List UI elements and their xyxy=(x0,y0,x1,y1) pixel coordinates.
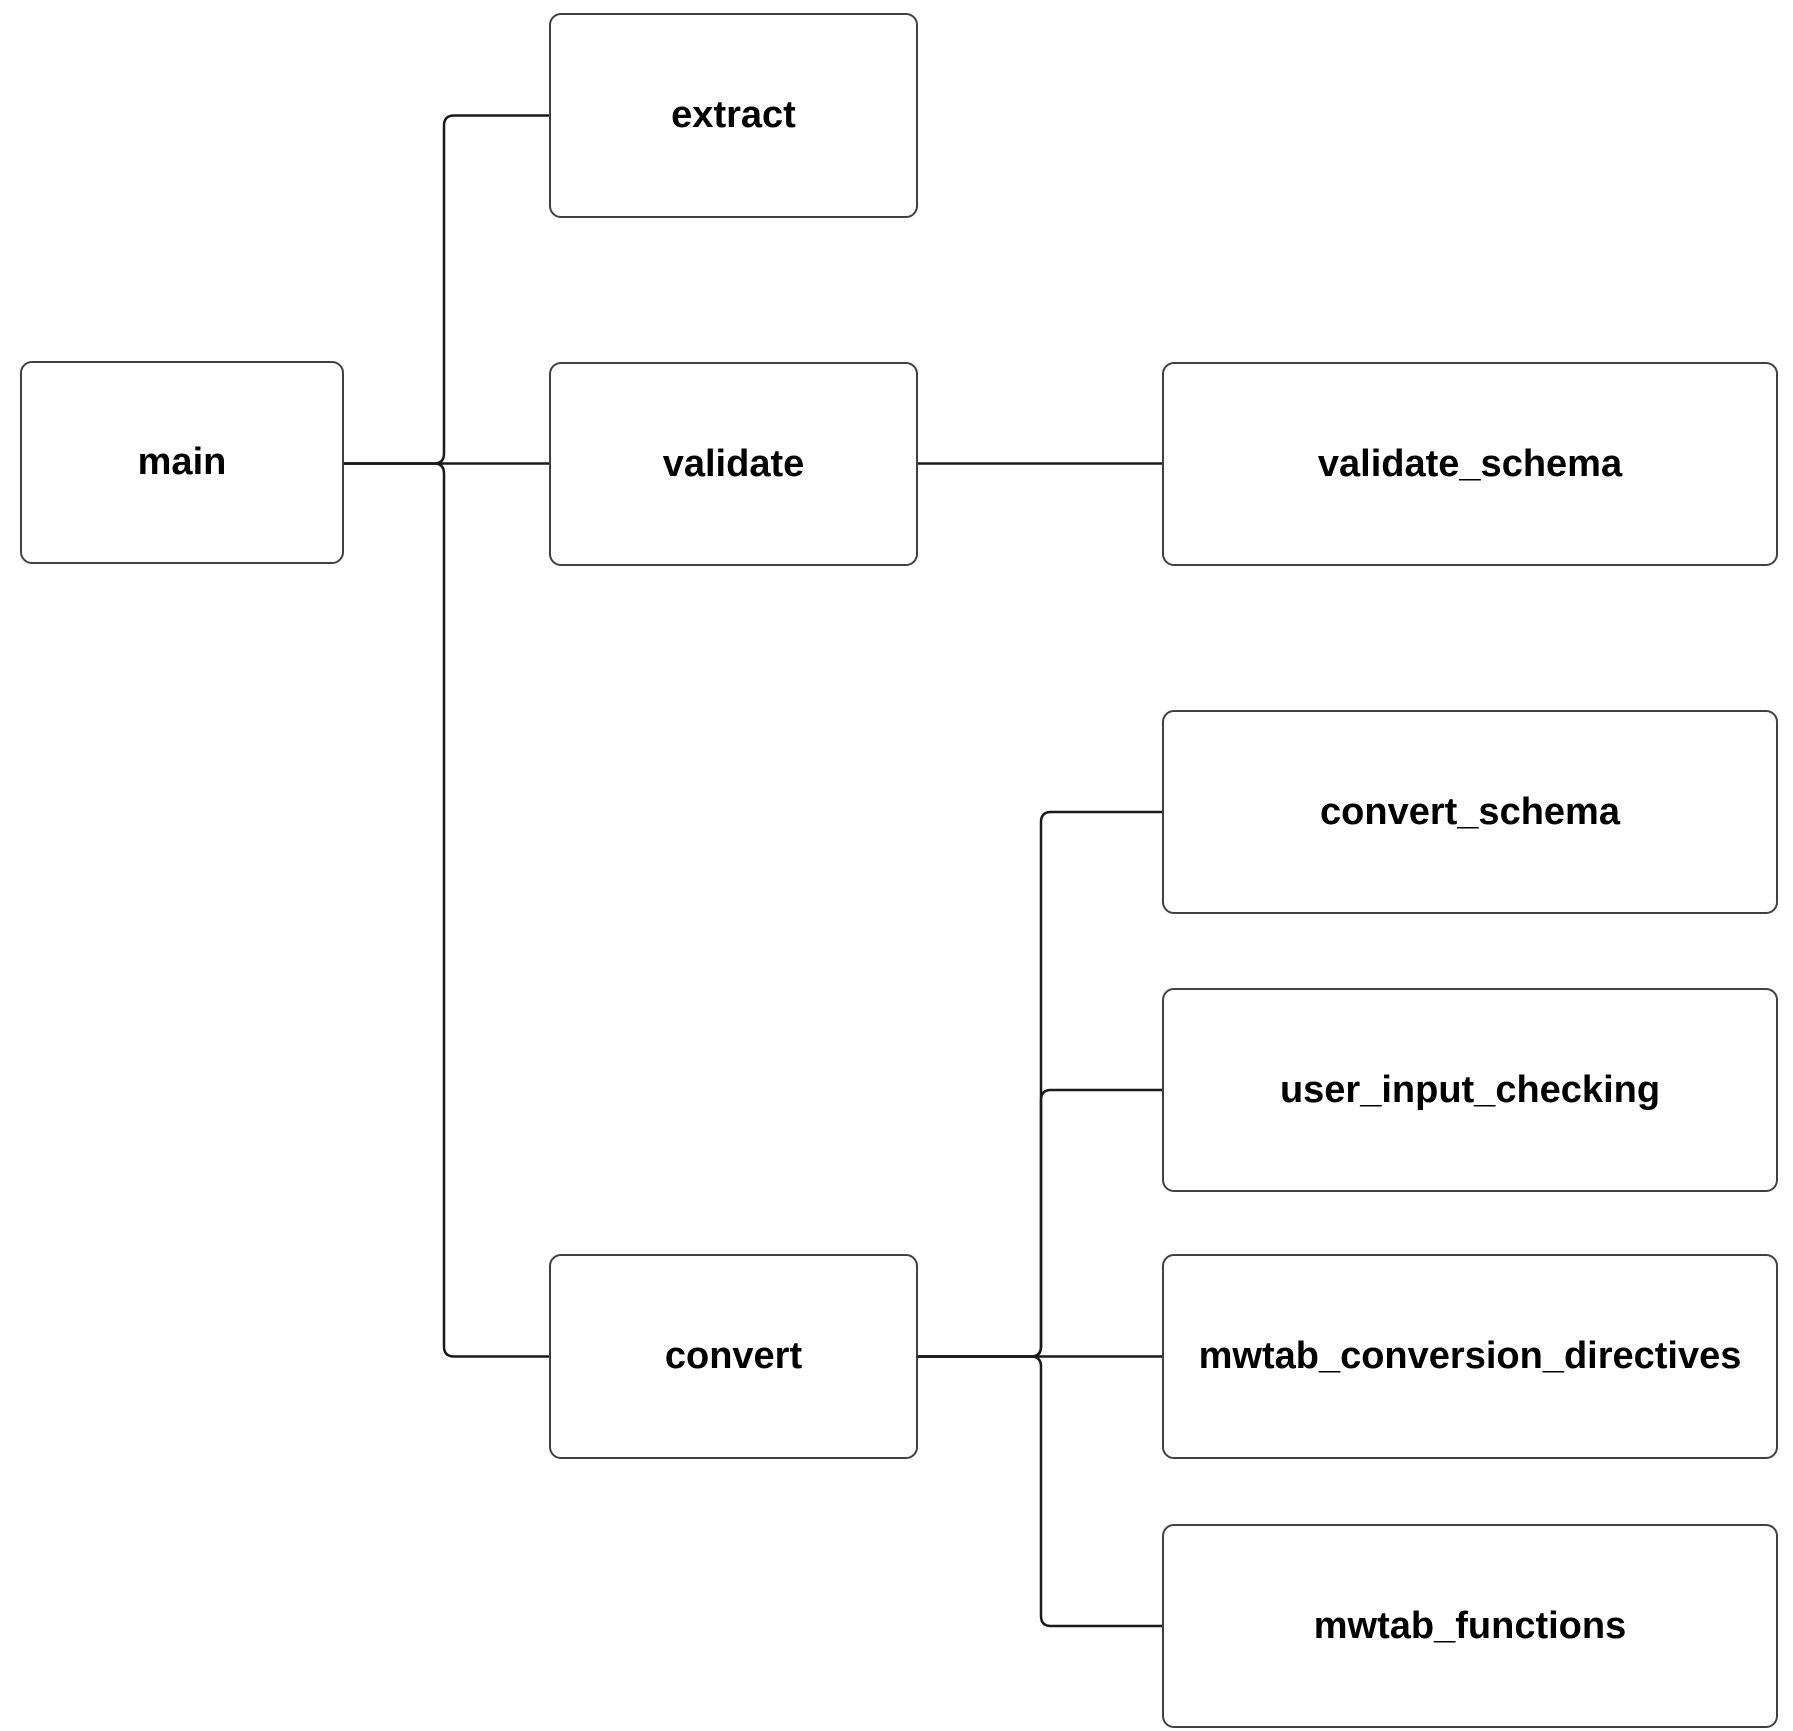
edge-main-convert xyxy=(344,462,549,1358)
edge-main-extract xyxy=(344,114,549,465)
node-mwtab_conversion_directives[interactable]: mwtab_conversion_directives xyxy=(1162,1254,1778,1459)
node-convert_schema-label: convert_schema xyxy=(1320,790,1620,833)
node-mwtab_functions-label: mwtab_functions xyxy=(1313,1604,1627,1647)
node-user_input_checking-label: user_input_checking xyxy=(1279,1068,1661,1111)
node-mwtab_functions[interactable]: mwtab_functions xyxy=(1162,1524,1778,1728)
node-convert_schema[interactable]: convert_schema xyxy=(1162,710,1778,914)
node-user_input_checking[interactable]: user_input_checking xyxy=(1162,988,1778,1192)
edge-convert-user_input_checking xyxy=(918,1088,1162,1358)
node-validate[interactable]: validate xyxy=(549,362,918,566)
node-extract[interactable]: extract xyxy=(549,13,918,218)
edge-convert-mwtab_functions xyxy=(918,1355,1162,1628)
node-convert[interactable]: convert xyxy=(549,1254,918,1459)
node-main-label: main xyxy=(137,441,227,483)
node-validate_schema-label: validate_schema xyxy=(1317,442,1623,485)
node-validate_schema[interactable]: validate_schema xyxy=(1162,362,1778,566)
node-main[interactable]: main xyxy=(20,361,344,564)
node-mwtab_conversion_directives-label: mwtab_conversion_directives xyxy=(1198,1335,1742,1377)
node-validate-label: validate xyxy=(662,442,805,485)
node-extract-label: extract xyxy=(671,94,796,136)
node-convert-label: convert xyxy=(664,1335,803,1377)
